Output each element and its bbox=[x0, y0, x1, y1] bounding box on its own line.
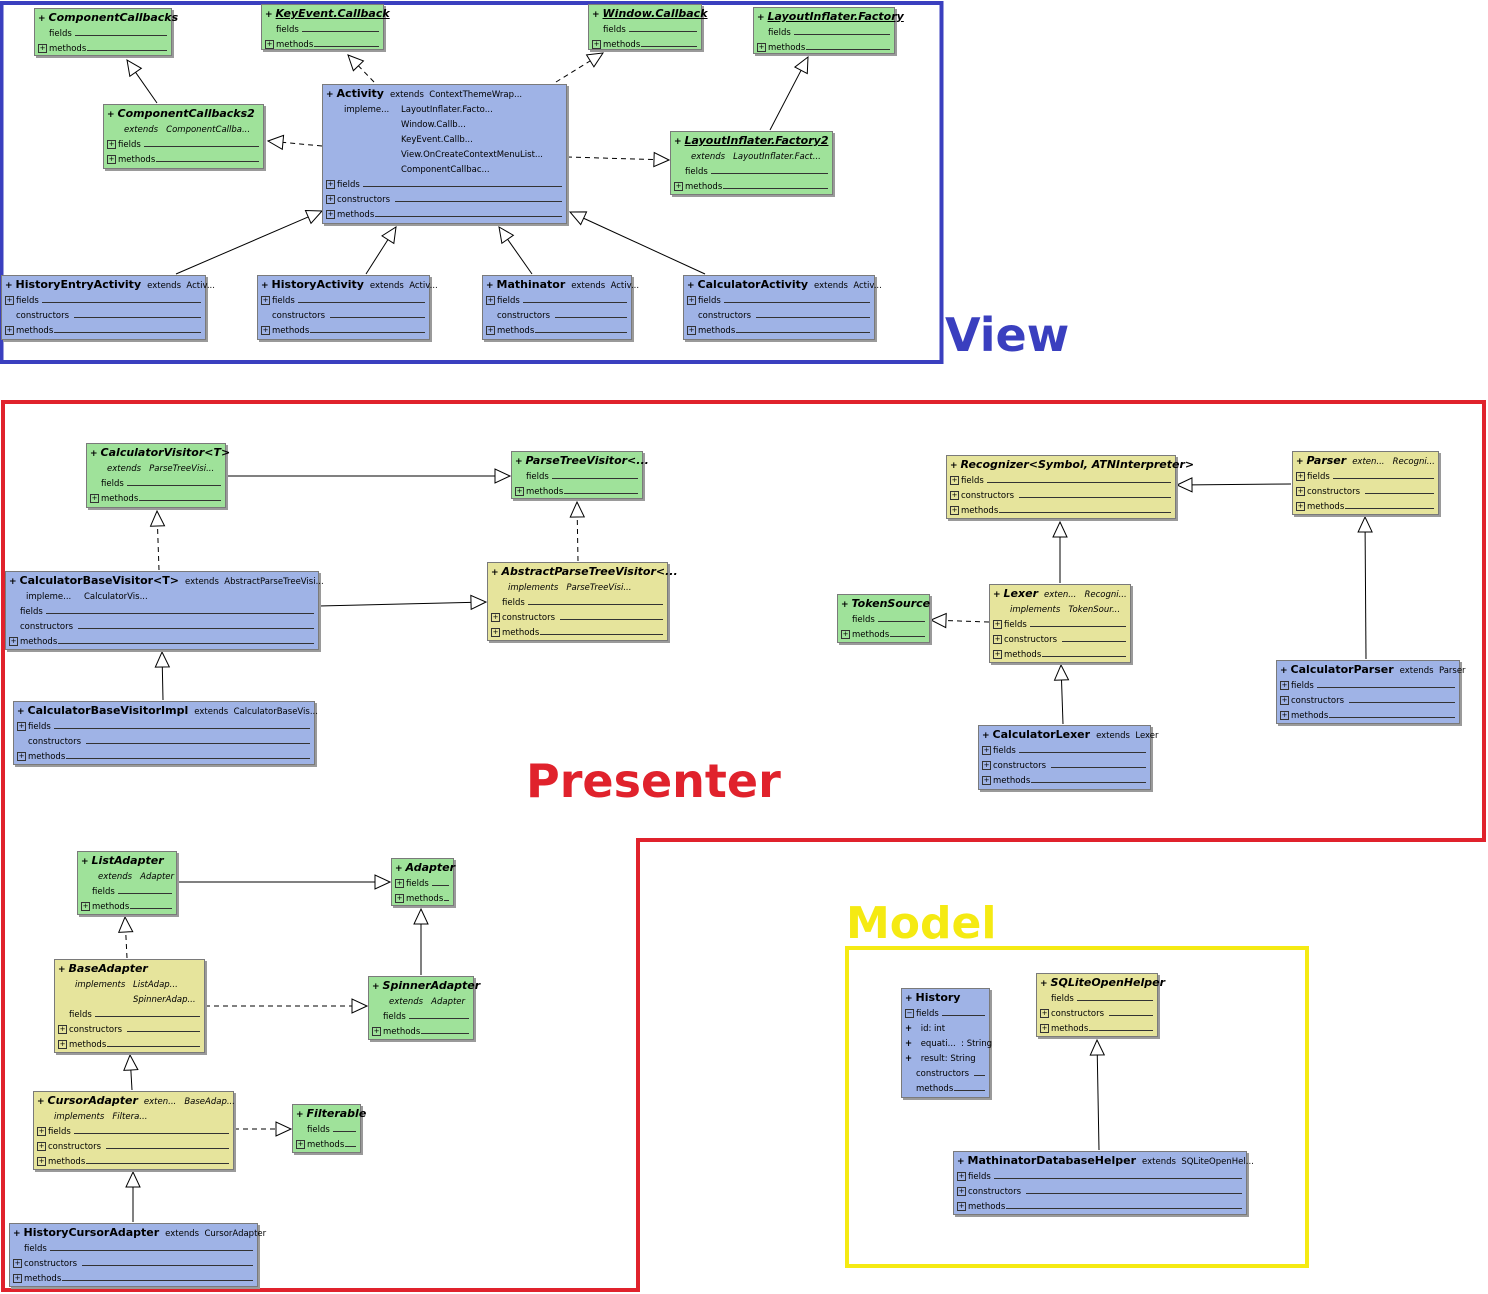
arrowhead-componentcallbacks2-to-componentcallbacks bbox=[126, 59, 143, 78]
field-equation: + equati... : String bbox=[905, 1039, 993, 1049]
class-spinneradapter[interactable]: +SpinnerAdapter extends Adapter fields +… bbox=[368, 976, 480, 1040]
arrowhead-cursoradapter-to-baseadapter bbox=[123, 1053, 139, 1071]
edge-calculatorparser-to-parser bbox=[1364, 531, 1367, 660]
presenter-label: Presenter bbox=[526, 754, 781, 808]
arrowhead-mathinator-to-activity bbox=[498, 226, 515, 245]
edge-cursoradapter-to-baseadapter bbox=[130, 1069, 133, 1091]
class-calculatorbasevisitor[interactable]: +CalculatorBaseVisitor<T>extends Abstrac… bbox=[5, 571, 324, 650]
edge-mathinatordatabasehelper-to-sqliteopenhelper bbox=[1096, 1054, 1100, 1151]
arrowhead-activity-to-keyevent-callback bbox=[347, 54, 365, 72]
edge-historyactivity-to-activity bbox=[365, 239, 389, 275]
class-history[interactable]: +History −fields + id: int + equati... :… bbox=[901, 988, 993, 1098]
edge-mathinator-to-activity bbox=[507, 238, 533, 275]
arrowhead-lexer-to-tokensource bbox=[929, 612, 947, 629]
arrowhead-historycursoradapter-to-cursoradapter bbox=[125, 1170, 141, 1188]
edge-historyentryactivity-to-activity bbox=[175, 216, 309, 275]
arrowhead-calculatorbasevisitor-to-calculatorvisitor bbox=[149, 509, 166, 527]
class-filterable[interactable]: +Filterable fields +methods bbox=[292, 1104, 366, 1153]
class-componentcallbacks2[interactable]: +ComponentCallbacks2 extends ComponentCa… bbox=[103, 104, 264, 169]
class-window-callback[interactable]: +Window.Callback fields +methods bbox=[588, 4, 708, 50]
edge-calculatorbasevisitor-to-abstractparsetreevisitor bbox=[318, 601, 472, 607]
arrowhead-factory2-to-layoutinflater-factory bbox=[793, 55, 809, 75]
arrowhead-parser-to-recognizer bbox=[1175, 477, 1193, 493]
model-region-frame bbox=[845, 946, 1309, 1268]
class-keyevent-callback[interactable]: +KeyEvent.Callback fields +methods bbox=[261, 4, 390, 50]
arrowhead-calculatoractivity-to-activity bbox=[568, 211, 588, 226]
arrowhead-calculatorlexer-to-lexer bbox=[1053, 663, 1070, 681]
arrowhead-activity-to-layoutinflater-factory2 bbox=[653, 151, 671, 168]
edge-parser-to-recognizer bbox=[1191, 483, 1292, 486]
edge-lexer-to-tokensource bbox=[945, 620, 990, 623]
arrowhead-abstractparsetreevisitor-to-parsetreevisitor bbox=[569, 500, 586, 518]
arrowhead-activity-to-window-callback bbox=[585, 52, 605, 68]
edge-activity-to-window-callback bbox=[555, 60, 591, 83]
edge-baseadapter-to-listadapter bbox=[125, 931, 128, 959]
edge-calculatorbasevisitorimpl-to-calculatorbasevisitor bbox=[161, 666, 164, 701]
arrowhead-baseadapter-to-listadapter bbox=[117, 915, 134, 933]
edge-factory2-to-layoutinflater-factory bbox=[769, 70, 802, 131]
edge-activity-to-componentcallbacks2 bbox=[282, 141, 323, 147]
class-recognizer[interactable]: +Recognizer<Symbol, ATNInterpreter> +fie… bbox=[946, 455, 1194, 519]
class-parsetreevisitor[interactable]: +ParseTreeVisitor<... fields +methods bbox=[511, 451, 649, 499]
class-layoutinflater-factory2[interactable]: +LayoutInflater.Factory2 extends LayoutI… bbox=[670, 131, 833, 195]
arrowhead-calculatorbasevisitorimpl-to-calculatorbasevisitor bbox=[154, 650, 171, 668]
arrowhead-cursoradapter-to-filterable bbox=[275, 1121, 293, 1137]
class-abstractparsetreevisitor[interactable]: +AbstractParseTreeVisitor<... implements… bbox=[487, 562, 678, 641]
arrowhead-baseadapter-to-spinneradapter bbox=[351, 998, 369, 1014]
edge-calculatoractivity-to-activity bbox=[583, 217, 706, 275]
arrowhead-activity-to-componentcallbacks2 bbox=[266, 134, 285, 151]
arrowhead-historyentryactivity-to-activity bbox=[304, 209, 324, 225]
edge-activity-to-layoutinflater-factory2 bbox=[566, 156, 655, 161]
field-result: + result: String bbox=[905, 1054, 976, 1064]
arrowhead-listadapter-to-adapter bbox=[374, 874, 392, 890]
class-calculatorvisitor[interactable]: +CalculatorVisitor<T> extends ParseTreeV… bbox=[86, 443, 230, 508]
class-listadapter[interactable]: +ListAdapter extends Adapter fields +met… bbox=[77, 851, 177, 915]
edge-calculatorlexer-to-lexer bbox=[1061, 679, 1064, 725]
class-sqliteopenhelper[interactable]: +SQLiteOpenHelper fields +constructors +… bbox=[1036, 973, 1165, 1037]
model-label: Model bbox=[846, 898, 997, 949]
arrowhead-spinneradapter-to-adapter bbox=[413, 907, 429, 925]
field-id: + id: int bbox=[905, 1024, 946, 1034]
edge-abstractparsetreevisitor-to-parsetreevisitor bbox=[576, 516, 579, 562]
edge-calculatorbasevisitor-to-calculatorvisitor bbox=[157, 525, 160, 571]
arrowhead-mathinatordatabasehelper-to-sqliteopenhelper bbox=[1089, 1038, 1106, 1056]
arrowhead-calculatorbasevisitor-to-abstractparsetreevisitor bbox=[470, 594, 488, 611]
edge-activity-to-keyevent-callback bbox=[358, 65, 375, 83]
class-layoutinflater-factory[interactable]: +LayoutInflater.Factory fields +methods bbox=[753, 7, 904, 54]
class-tokensource[interactable]: +TokenSource fields +methods bbox=[837, 594, 930, 643]
view-region-frame bbox=[0, 1, 944, 364]
class-componentcallbacks[interactable]: +ComponentCallbacks fields +methods bbox=[34, 8, 178, 56]
class-adapter[interactable]: +Adapter +fields +methods bbox=[391, 858, 455, 906]
arrowhead-historyactivity-to-activity bbox=[381, 226, 397, 245]
view-label: View bbox=[945, 308, 1070, 362]
arrowhead-lexer-to-recognizer bbox=[1052, 520, 1068, 538]
arrowhead-calculatorparser-to-parser bbox=[1357, 515, 1373, 533]
edge-componentcallbacks2-to-componentcallbacks bbox=[135, 72, 158, 104]
presenter-region-frame bbox=[1, 400, 1486, 1292]
arrowhead-calculatorvisitor-to-parsetreevisitor bbox=[494, 468, 512, 484]
